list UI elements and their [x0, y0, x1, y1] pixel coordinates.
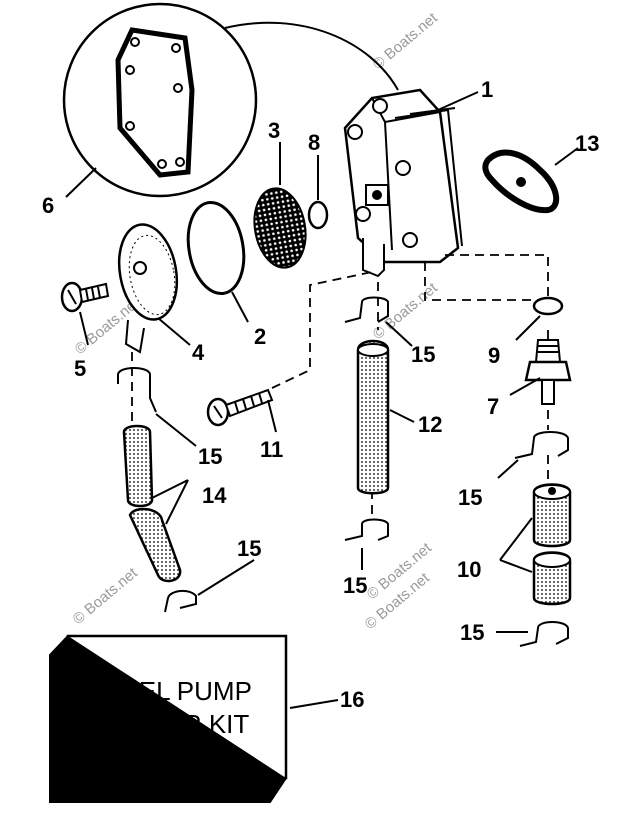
callout-6: 6 — [42, 193, 54, 218]
gasket-detail-6 — [62, 2, 399, 198]
callout-8: 8 — [308, 130, 320, 155]
screw-11 — [206, 388, 274, 427]
callout-15-e: 15 — [343, 573, 367, 598]
callout-1: 1 — [481, 77, 493, 102]
clamps-15 — [117, 296, 569, 647]
pump-cover-4 — [117, 223, 179, 354]
leader-lines — [65, 91, 579, 709]
callout-labels: 1 2 3 4 5 6 7 8 9 10 11 12 13 14 15 15 1… — [42, 77, 599, 712]
kit-label-line1: FUEL PUMP — [104, 676, 252, 706]
fuel-pump-body-1 — [343, 88, 463, 278]
callout-9: 9 — [488, 343, 500, 368]
callout-15-f: 15 — [460, 620, 484, 645]
filter-screen-3 — [253, 187, 307, 269]
o-ring-2 — [186, 200, 246, 296]
callout-15-c: 15 — [458, 485, 482, 510]
hoses-14 — [122, 424, 182, 583]
callout-12: 12 — [418, 412, 442, 437]
screw-5 — [60, 281, 110, 313]
callout-15-d: 15 — [237, 536, 261, 561]
callout-5: 5 — [74, 356, 86, 381]
assembly-lines — [131, 254, 549, 520]
kit-label-line2: REPAIR KIT — [107, 709, 250, 739]
callout-3: 3 — [268, 118, 280, 143]
callout-10: 10 — [457, 557, 481, 582]
callout-7: 7 — [487, 394, 499, 419]
callout-15-a: 15 — [411, 342, 435, 367]
o-ring-8 — [307, 200, 329, 230]
callout-2: 2 — [254, 324, 266, 349]
check-valve-gasket-13 — [482, 149, 560, 214]
filters-10 — [532, 483, 572, 606]
o-ring-9 — [532, 296, 564, 316]
svg-text:© Boats.net: © Boats.net — [370, 279, 442, 343]
callout-14: 14 — [202, 483, 227, 508]
callout-11: 11 — [260, 437, 283, 462]
callout-4: 4 — [192, 340, 205, 365]
callout-16: 16 — [340, 687, 364, 712]
fitting-7 — [524, 339, 572, 405]
callout-13: 13 — [575, 131, 599, 156]
svg-text:© Boats.net: © Boats.net — [70, 564, 142, 628]
svg-text:© Boats.net: © Boats.net — [370, 9, 442, 73]
callout-15-b: 15 — [198, 444, 222, 469]
repair-kit-box-16: FUEL PUMP REPAIR KIT — [49, 634, 288, 803]
hose-12 — [356, 339, 390, 495]
